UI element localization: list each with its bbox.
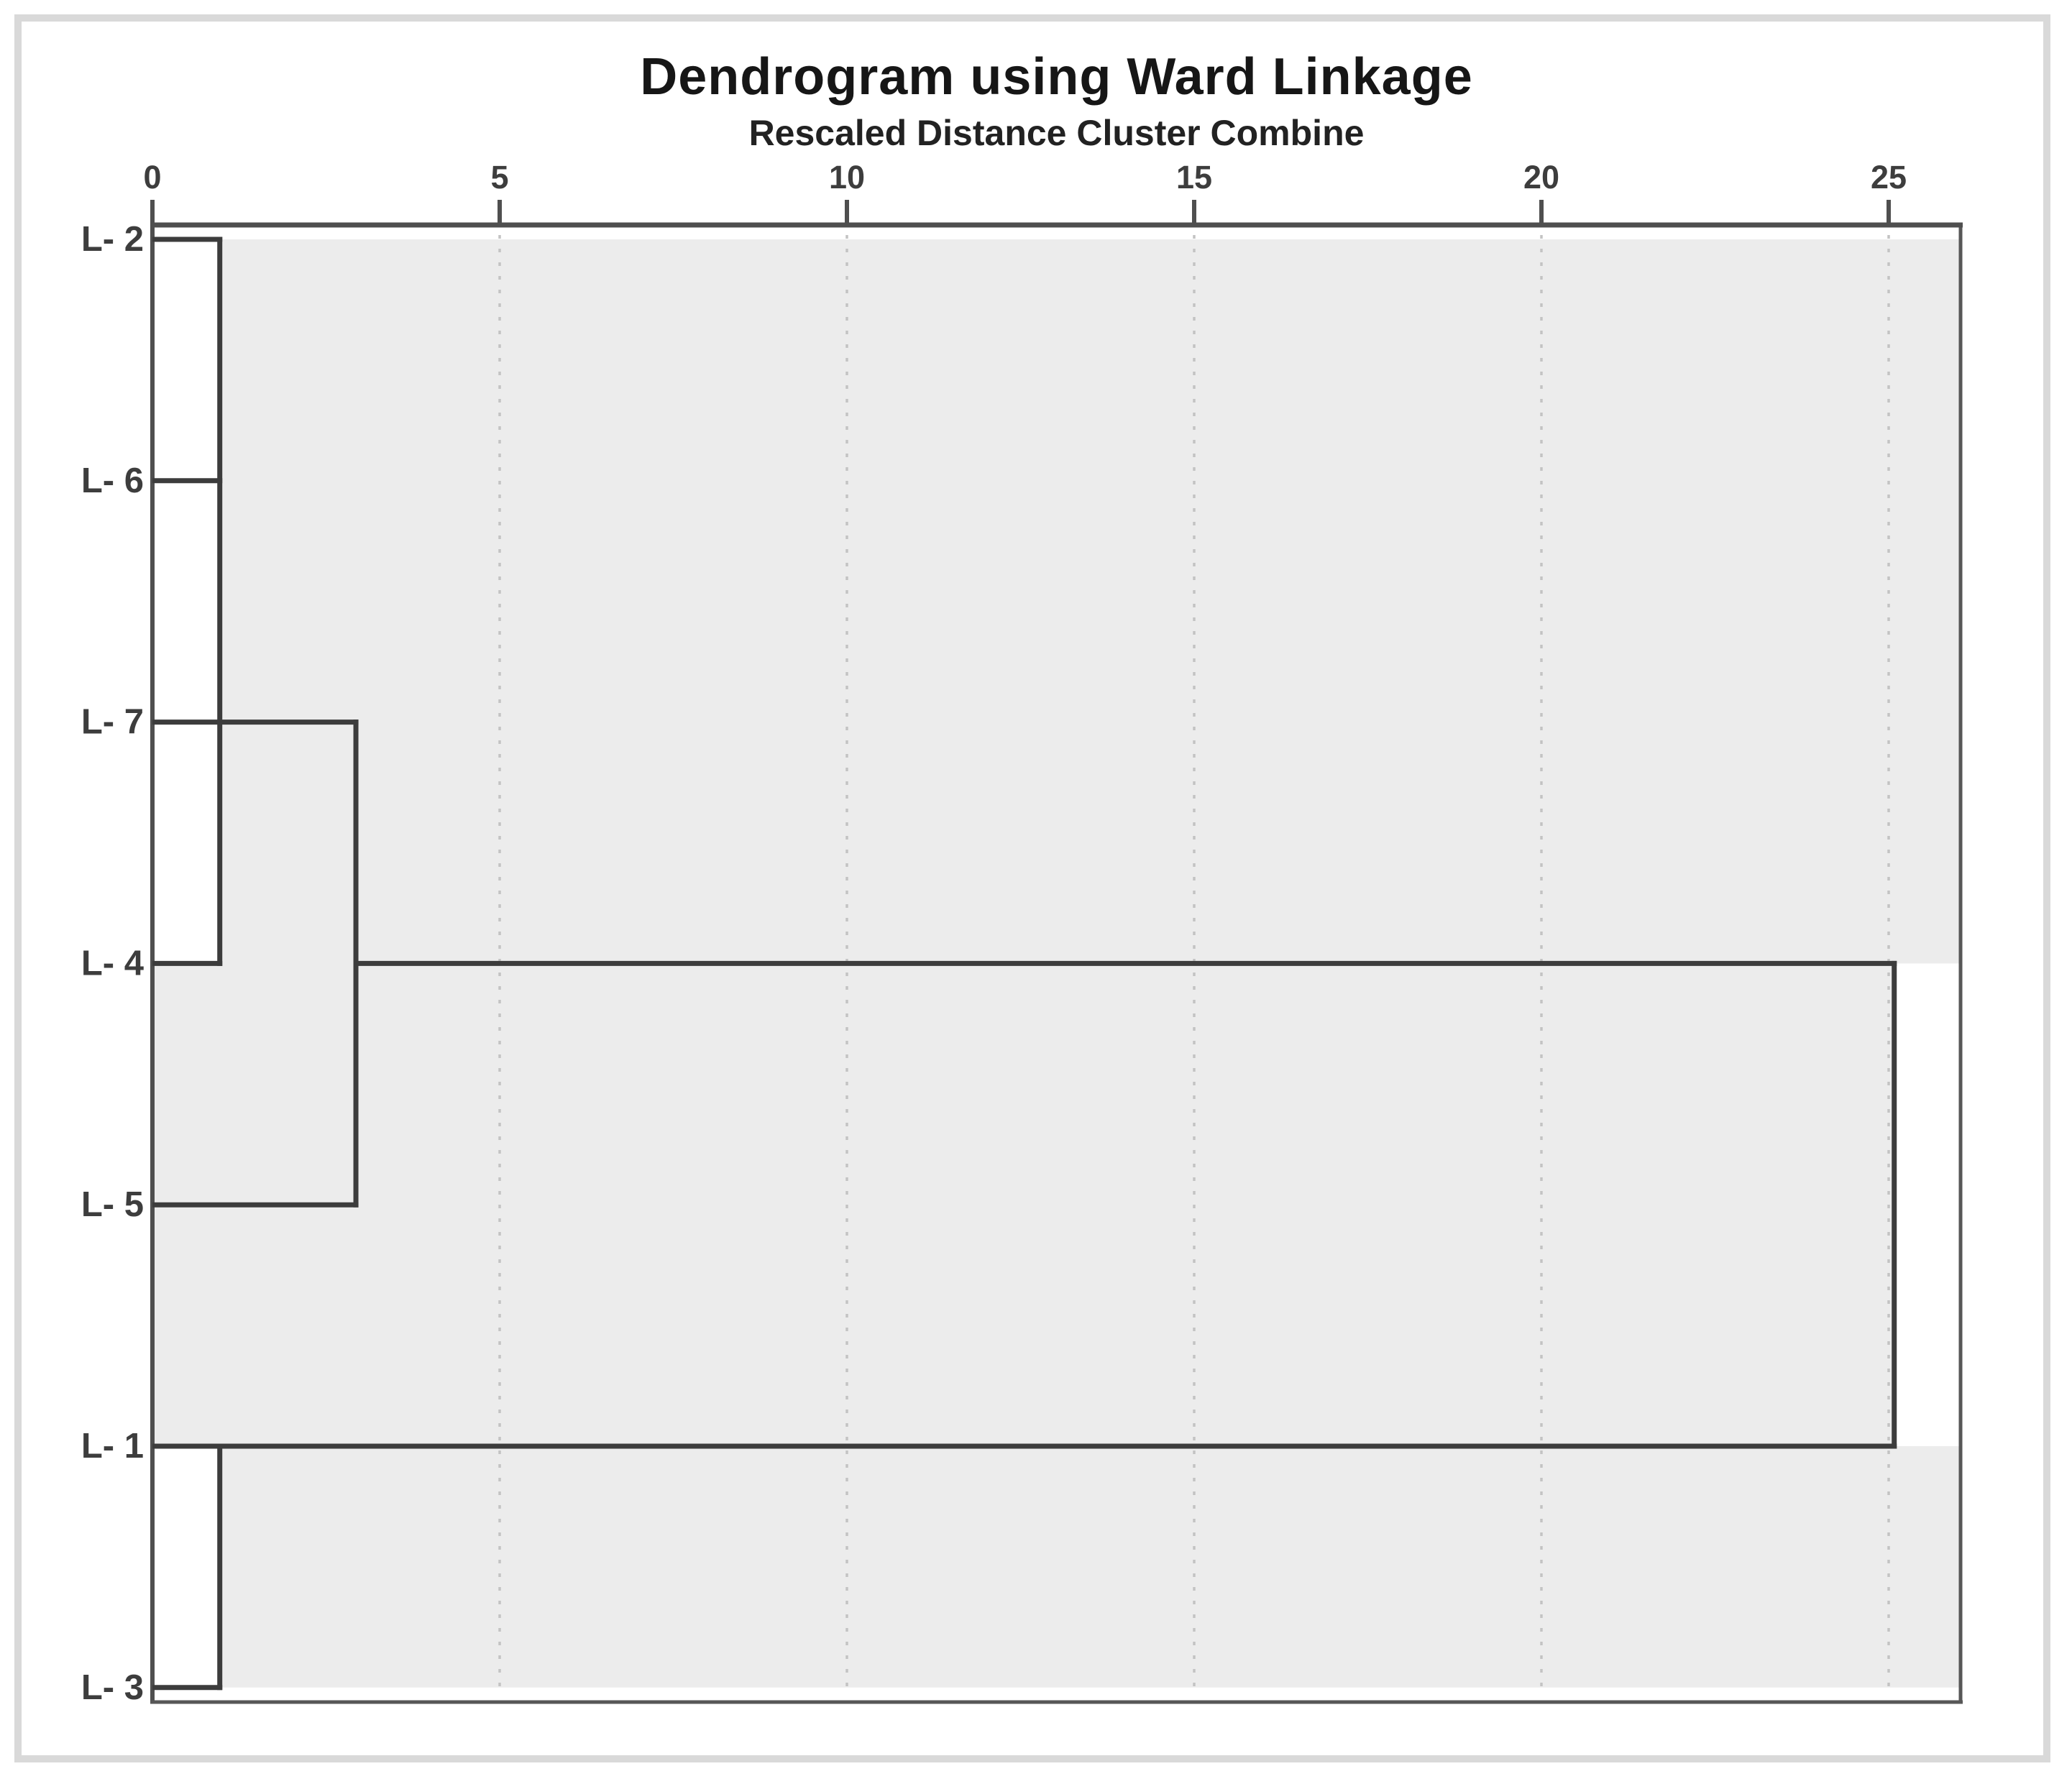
leaf-label-L-1: L- 1 bbox=[81, 1427, 144, 1466]
axis-tick-label-15: 15 bbox=[1176, 159, 1212, 196]
axis-tick-label-20: 20 bbox=[1523, 159, 1559, 196]
figure-border bbox=[14, 14, 2050, 1762]
axis-tick-label-0: 0 bbox=[143, 159, 161, 196]
leaf-label-L-6: L- 6 bbox=[81, 461, 144, 500]
plot-white-region-0 bbox=[152, 239, 220, 964]
plot-white-region-1 bbox=[152, 1446, 220, 1688]
leaf-label-L-7: L- 7 bbox=[81, 703, 144, 742]
leaf-label-L-2: L- 2 bbox=[81, 220, 144, 259]
chart-subtitle: Rescaled Distance Cluster Combine bbox=[748, 113, 1365, 153]
leaf-label-L-5: L- 5 bbox=[81, 1185, 144, 1224]
leaf-label-L-3: L- 3 bbox=[81, 1668, 144, 1707]
axis-tick-label-5: 5 bbox=[490, 159, 508, 196]
chart-title: Dendrogram using Ward Linkage bbox=[640, 48, 1473, 106]
axis-tick-label-10: 10 bbox=[829, 159, 865, 196]
leaf-label-L-4: L- 4 bbox=[81, 944, 144, 983]
axis-tick-label-25: 25 bbox=[1871, 159, 1907, 196]
plot-white-region-2 bbox=[1894, 963, 1961, 1446]
